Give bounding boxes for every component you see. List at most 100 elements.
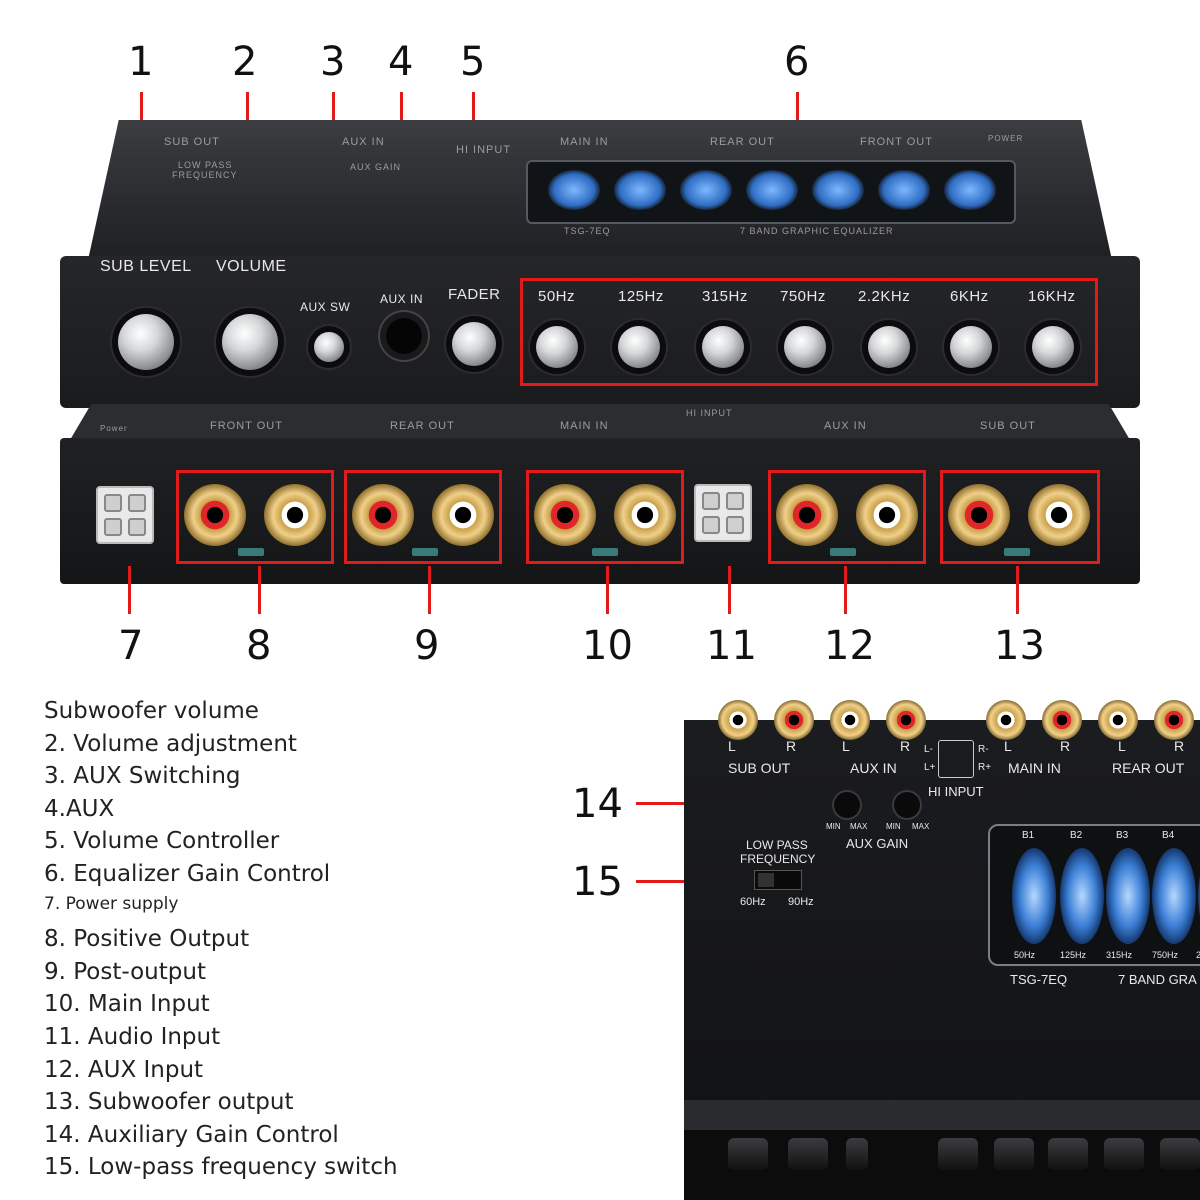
description-item: 11. Audio Input <box>44 1023 221 1050</box>
inset-label-eq-title: 7 BAND GRA <box>1118 972 1197 987</box>
eq-band-label-5: 2.2KHz <box>858 288 911 305</box>
connector-pin <box>702 492 720 510</box>
inset-sub-out-right-jack[interactable] <box>774 700 814 740</box>
aux-in-right-jack[interactable] <box>776 484 838 546</box>
callout-1: 1 <box>128 39 154 85</box>
eq-knob-50hz[interactable] <box>536 326 578 368</box>
top-label-aux-gain: AUX GAIN <box>350 162 402 172</box>
rear-out-left-jack[interactable] <box>432 484 494 546</box>
front-out-left-jack[interactable] <box>264 484 326 546</box>
inset-label-b4: B4 <box>1162 830 1175 841</box>
inset-front-knob[interactable] <box>846 1138 868 1170</box>
volume-knob[interactable] <box>222 314 278 370</box>
callout-7: 7 <box>118 623 144 669</box>
eq-wave-3 <box>680 170 732 210</box>
inset-label-aux-in: AUX IN <box>850 760 897 776</box>
inset-sub-out-left-jack[interactable] <box>718 700 758 740</box>
connector-pin <box>128 494 146 512</box>
power-connector[interactable] <box>96 486 154 544</box>
inset-eq-wave-5 <box>1198 848 1200 944</box>
label-aux-in: AUX IN <box>380 292 424 306</box>
inset-label-hi-input: HI INPUT <box>928 784 984 799</box>
callout-line-10 <box>606 566 609 614</box>
description-item: 7. Power supply <box>44 893 179 914</box>
eq-knob-2-2khz[interactable] <box>868 326 910 368</box>
inset-main-in-left-jack[interactable] <box>986 700 1026 740</box>
callout-8: 8 <box>246 623 272 669</box>
aux-switch[interactable] <box>314 332 344 362</box>
sub-out-left-jack[interactable] <box>1028 484 1090 546</box>
inset-label-r-plus: R+ <box>978 762 992 773</box>
inset-hi-input-connector[interactable] <box>938 740 974 778</box>
description-item: 2. Volume adjustment <box>44 730 297 757</box>
inset-main-in-right-jack[interactable] <box>1042 700 1082 740</box>
callout-9: 9 <box>414 623 440 669</box>
hi-input-connector[interactable] <box>694 484 752 542</box>
eq-knob-315hz[interactable] <box>702 326 744 368</box>
aux-in-left-jack[interactable] <box>856 484 918 546</box>
inset-label-rear-out: REAR OUT <box>1112 760 1185 776</box>
rear-out-right-jack[interactable] <box>352 484 414 546</box>
inset-front-knob[interactable] <box>1048 1138 1088 1170</box>
eq-band-label-6: 6KHz <box>950 288 989 305</box>
sub-level-knob[interactable] <box>118 314 174 370</box>
main-in-left-jack[interactable] <box>614 484 676 546</box>
description-item: 5. Volume Controller <box>44 828 280 855</box>
callout-5: 5 <box>460 39 486 85</box>
connector-pin <box>128 518 146 536</box>
sub-out-right-jack[interactable] <box>948 484 1010 546</box>
inset-label-aux-gain: AUX GAIN <box>846 836 909 851</box>
main-in-right-jack[interactable] <box>534 484 596 546</box>
inset-eq-wave-1 <box>1012 848 1056 944</box>
front-out-led <box>238 548 264 556</box>
power-connector-body <box>96 486 154 544</box>
inset-label-l: L <box>842 738 850 754</box>
inset-aux-in-right-jack[interactable] <box>886 700 926 740</box>
eq-knob-125hz[interactable] <box>618 326 660 368</box>
low-pass-switch[interactable] <box>754 870 802 890</box>
eq-band-label-7: 16KHz <box>1028 288 1076 305</box>
inset-label-max: MAX <box>912 822 930 831</box>
aux-gain-left-knob[interactable] <box>834 792 860 818</box>
eq-knob-6khz[interactable] <box>950 326 992 368</box>
aux-in-jack[interactable] <box>386 318 422 354</box>
inset-label-max: MAX <box>850 822 868 831</box>
description-item: 6. Equalizer Gain Control <box>44 860 331 887</box>
eq-knob-750hz[interactable] <box>784 326 826 368</box>
description-item: 10. Main Input <box>44 991 210 1018</box>
main-in-highlight <box>526 470 684 564</box>
inset-label-min: MIN <box>826 822 841 831</box>
front-out-right-jack[interactable] <box>184 484 246 546</box>
description-item: 9. Post-output <box>44 958 206 985</box>
inset-label-model: TSG-7EQ <box>1010 972 1068 987</box>
aux-gain-right-knob[interactable] <box>894 792 920 818</box>
inset-front-knob[interactable] <box>1104 1138 1144 1170</box>
eq-knob-16khz[interactable] <box>1032 326 1074 368</box>
inset-label-315hz: 315Hz <box>1106 950 1133 960</box>
inset-label-main-in: MAIN IN <box>1008 760 1061 776</box>
inset-aux-in-left-jack[interactable] <box>830 700 870 740</box>
inset-front-knob[interactable] <box>938 1138 978 1170</box>
top-label-sub-out: SUB OUT <box>164 136 220 148</box>
inset-label-2: 2 <box>1196 950 1200 960</box>
top-label-eq-title: 7 BAND GRAPHIC EQUALIZER <box>740 226 894 236</box>
callout-14: 14 <box>572 781 623 827</box>
description-item: 4.AUX <box>44 795 115 822</box>
inset-front-knob[interactable] <box>1160 1138 1200 1170</box>
inset-rear-out-left-jack[interactable] <box>1098 700 1138 740</box>
inset-front-knob[interactable] <box>994 1138 1034 1170</box>
sub-out-highlight <box>940 470 1100 564</box>
eq-wave-7 <box>944 170 996 210</box>
inset-label-l: L <box>728 738 736 754</box>
eq-display <box>526 160 1016 224</box>
inset-front-knob[interactable] <box>788 1138 828 1170</box>
inset-front-knob[interactable] <box>728 1138 768 1170</box>
fader-knob[interactable] <box>452 322 496 366</box>
callout-2: 2 <box>232 39 258 85</box>
inset-label-frequency: FREQUENCY <box>740 852 816 866</box>
inset-label-60hz: 60Hz <box>740 896 766 908</box>
inset-rear-out-right-jack[interactable] <box>1154 700 1194 740</box>
inset-label-b3: B3 <box>1116 830 1129 841</box>
inset-top-view: L R L R L R L R SUB OUT AUX IN MAIN IN R… <box>684 700 1200 1200</box>
label-volume: VOLUME <box>216 258 287 275</box>
